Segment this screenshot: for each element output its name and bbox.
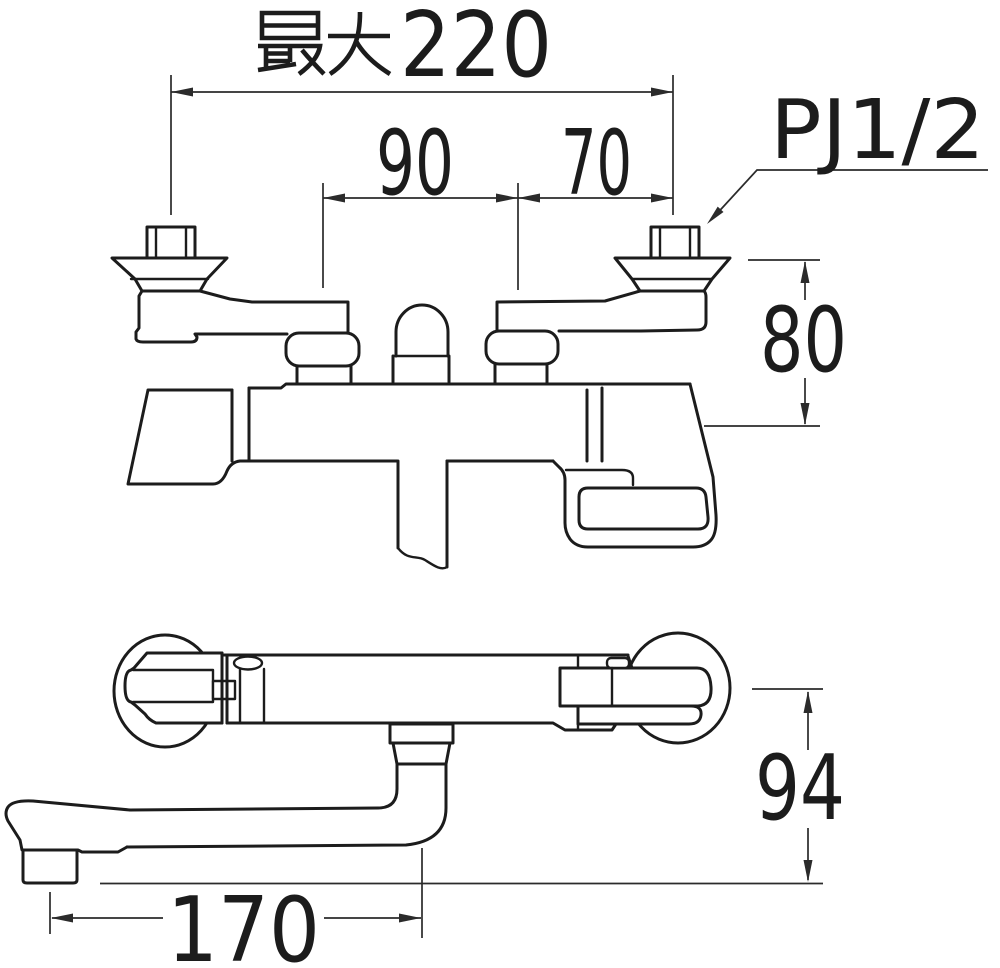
- left-flange: [110, 256, 229, 293]
- right-handle-upper: [558, 666, 713, 708]
- dim-spout-drop: [100, 688, 823, 885]
- side-view: [4, 631, 732, 885]
- pipe-break-line: [396, 546, 449, 570]
- dim-max-width-kanji-prefix: [257, 10, 392, 76]
- volume-handle: [558, 654, 713, 732]
- dim-mount-height-label: 80: [760, 288, 847, 393]
- body-top-edge: [247, 382, 692, 390]
- right-wall-nut-facets: [658, 225, 692, 260]
- dome-cap: [394, 303, 450, 358]
- left-index-button: [232, 655, 264, 671]
- right-index-button: [605, 656, 631, 670]
- spout-flange: [388, 722, 455, 745]
- right-mounting-leg: [484, 225, 732, 386]
- body-left-seam: [230, 386, 251, 463]
- dim-mount-height: [704, 259, 820, 427]
- right-inlet-cylinder: [493, 362, 549, 386]
- hook-opening: [577, 486, 710, 531]
- temperature-handle: [123, 651, 237, 725]
- valve-body: [126, 382, 692, 486]
- hook-outline: [551, 382, 718, 549]
- thread-leader: [707, 169, 988, 224]
- front-view: [110, 225, 732, 570]
- left-mounting-leg: [110, 225, 361, 386]
- right-arm-bottom: [557, 289, 708, 333]
- spout-tip: [4, 799, 132, 854]
- right-union-nut: [484, 329, 560, 366]
- aerator: [21, 848, 79, 885]
- dimension-labels: 220 90 70 PJ1/2 80 94 170: [167, 0, 985, 968]
- body-left-cap: [126, 388, 399, 486]
- dim-leg-offset-label: 70: [561, 111, 632, 216]
- left-arm-bottom: [134, 289, 289, 344]
- spout-inner-wall: [128, 762, 399, 812]
- shower-hook: [551, 382, 718, 549]
- handle-silhouette: [123, 651, 224, 725]
- right-arm-top: [495, 289, 642, 333]
- right-flange: [613, 256, 732, 293]
- spout-outer-wall: [125, 762, 448, 849]
- dim-max-width-label: 220: [400, 0, 552, 98]
- right-body-seam: [576, 654, 614, 732]
- left-arm-top: [198, 289, 350, 335]
- pipe-walls: [396, 459, 449, 569]
- dim-inlet-spacing-label: 90: [376, 111, 454, 216]
- supply-pipe: [396, 459, 449, 570]
- handle-hub: [211, 679, 237, 701]
- hook-lip: [564, 468, 635, 487]
- dim-spout-reach: [49, 848, 423, 938]
- left-wall-nut: [145, 225, 197, 260]
- left-body-seam: [220, 651, 229, 725]
- diverter-dome: [391, 303, 451, 384]
- dim-spout-reach-label: 170: [167, 878, 320, 968]
- right-wall-nut: [649, 225, 701, 260]
- thread-size-label: PJ1/2: [770, 83, 985, 178]
- spout: [4, 722, 455, 885]
- left-inlet-cylinder: [295, 364, 353, 386]
- dim-inlet-spacing: [322, 183, 673, 290]
- dimension-lines: [49, 75, 988, 938]
- dome-base: [391, 354, 451, 384]
- dim-max-width: [170, 75, 674, 215]
- spout-union: [391, 741, 452, 766]
- body-right-seam: [585, 386, 604, 463]
- left-wall-nut-facets: [154, 225, 188, 260]
- dim-spout-drop-label: 94: [755, 736, 845, 841]
- left-union-nut: [284, 331, 361, 368]
- right-handle-lower: [576, 704, 703, 726]
- cartridge-seams: [238, 667, 266, 725]
